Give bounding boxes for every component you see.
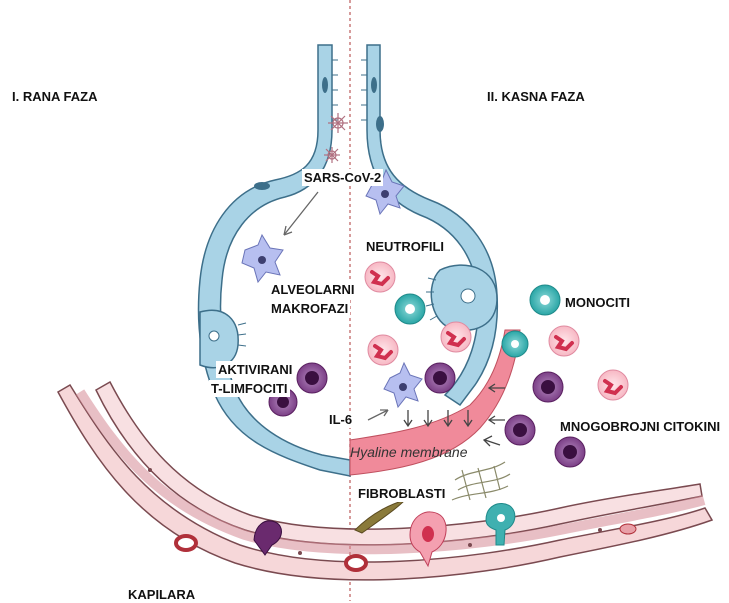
type-ii-cell-left [200, 310, 246, 367]
fibrin-strands [452, 462, 510, 500]
capillary-label: KAPILARA [128, 586, 195, 603]
phase-late-label: II. KASNA FAZA [487, 88, 585, 105]
virus-to-macrophage-arrow [284, 192, 318, 235]
cytokines-label: MNOGOBROJNI CITOKINI [560, 418, 720, 435]
phase-early-label: I. RANA FAZA [12, 88, 97, 105]
neutrophils-label: NEUTROFILI [364, 238, 446, 255]
activated-t-label-line2: T-LIMFOCITI [209, 380, 290, 397]
hyaline-membrane-label: Hyaline membrane [350, 444, 468, 461]
virus-label: SARS-CoV-2 [302, 169, 383, 186]
il6-arrow [368, 410, 388, 420]
il6-label: IL-6 [327, 411, 354, 428]
activated-t-label-line1: AKTIVIRANI [216, 361, 294, 378]
monocytes-label: MONOCITI [563, 294, 632, 311]
type-ii-cell-right [426, 265, 497, 330]
alveolar-macrophages-label-line2: MAKROFAZI [269, 300, 350, 317]
alveolar-macrophage [242, 235, 283, 282]
macrophage-right-bottom [384, 363, 422, 407]
fibroblasts-label: FIBROBLASTI [356, 485, 447, 502]
alveolar-macrophages-label-line1: ALVEOLARNI [269, 281, 357, 298]
